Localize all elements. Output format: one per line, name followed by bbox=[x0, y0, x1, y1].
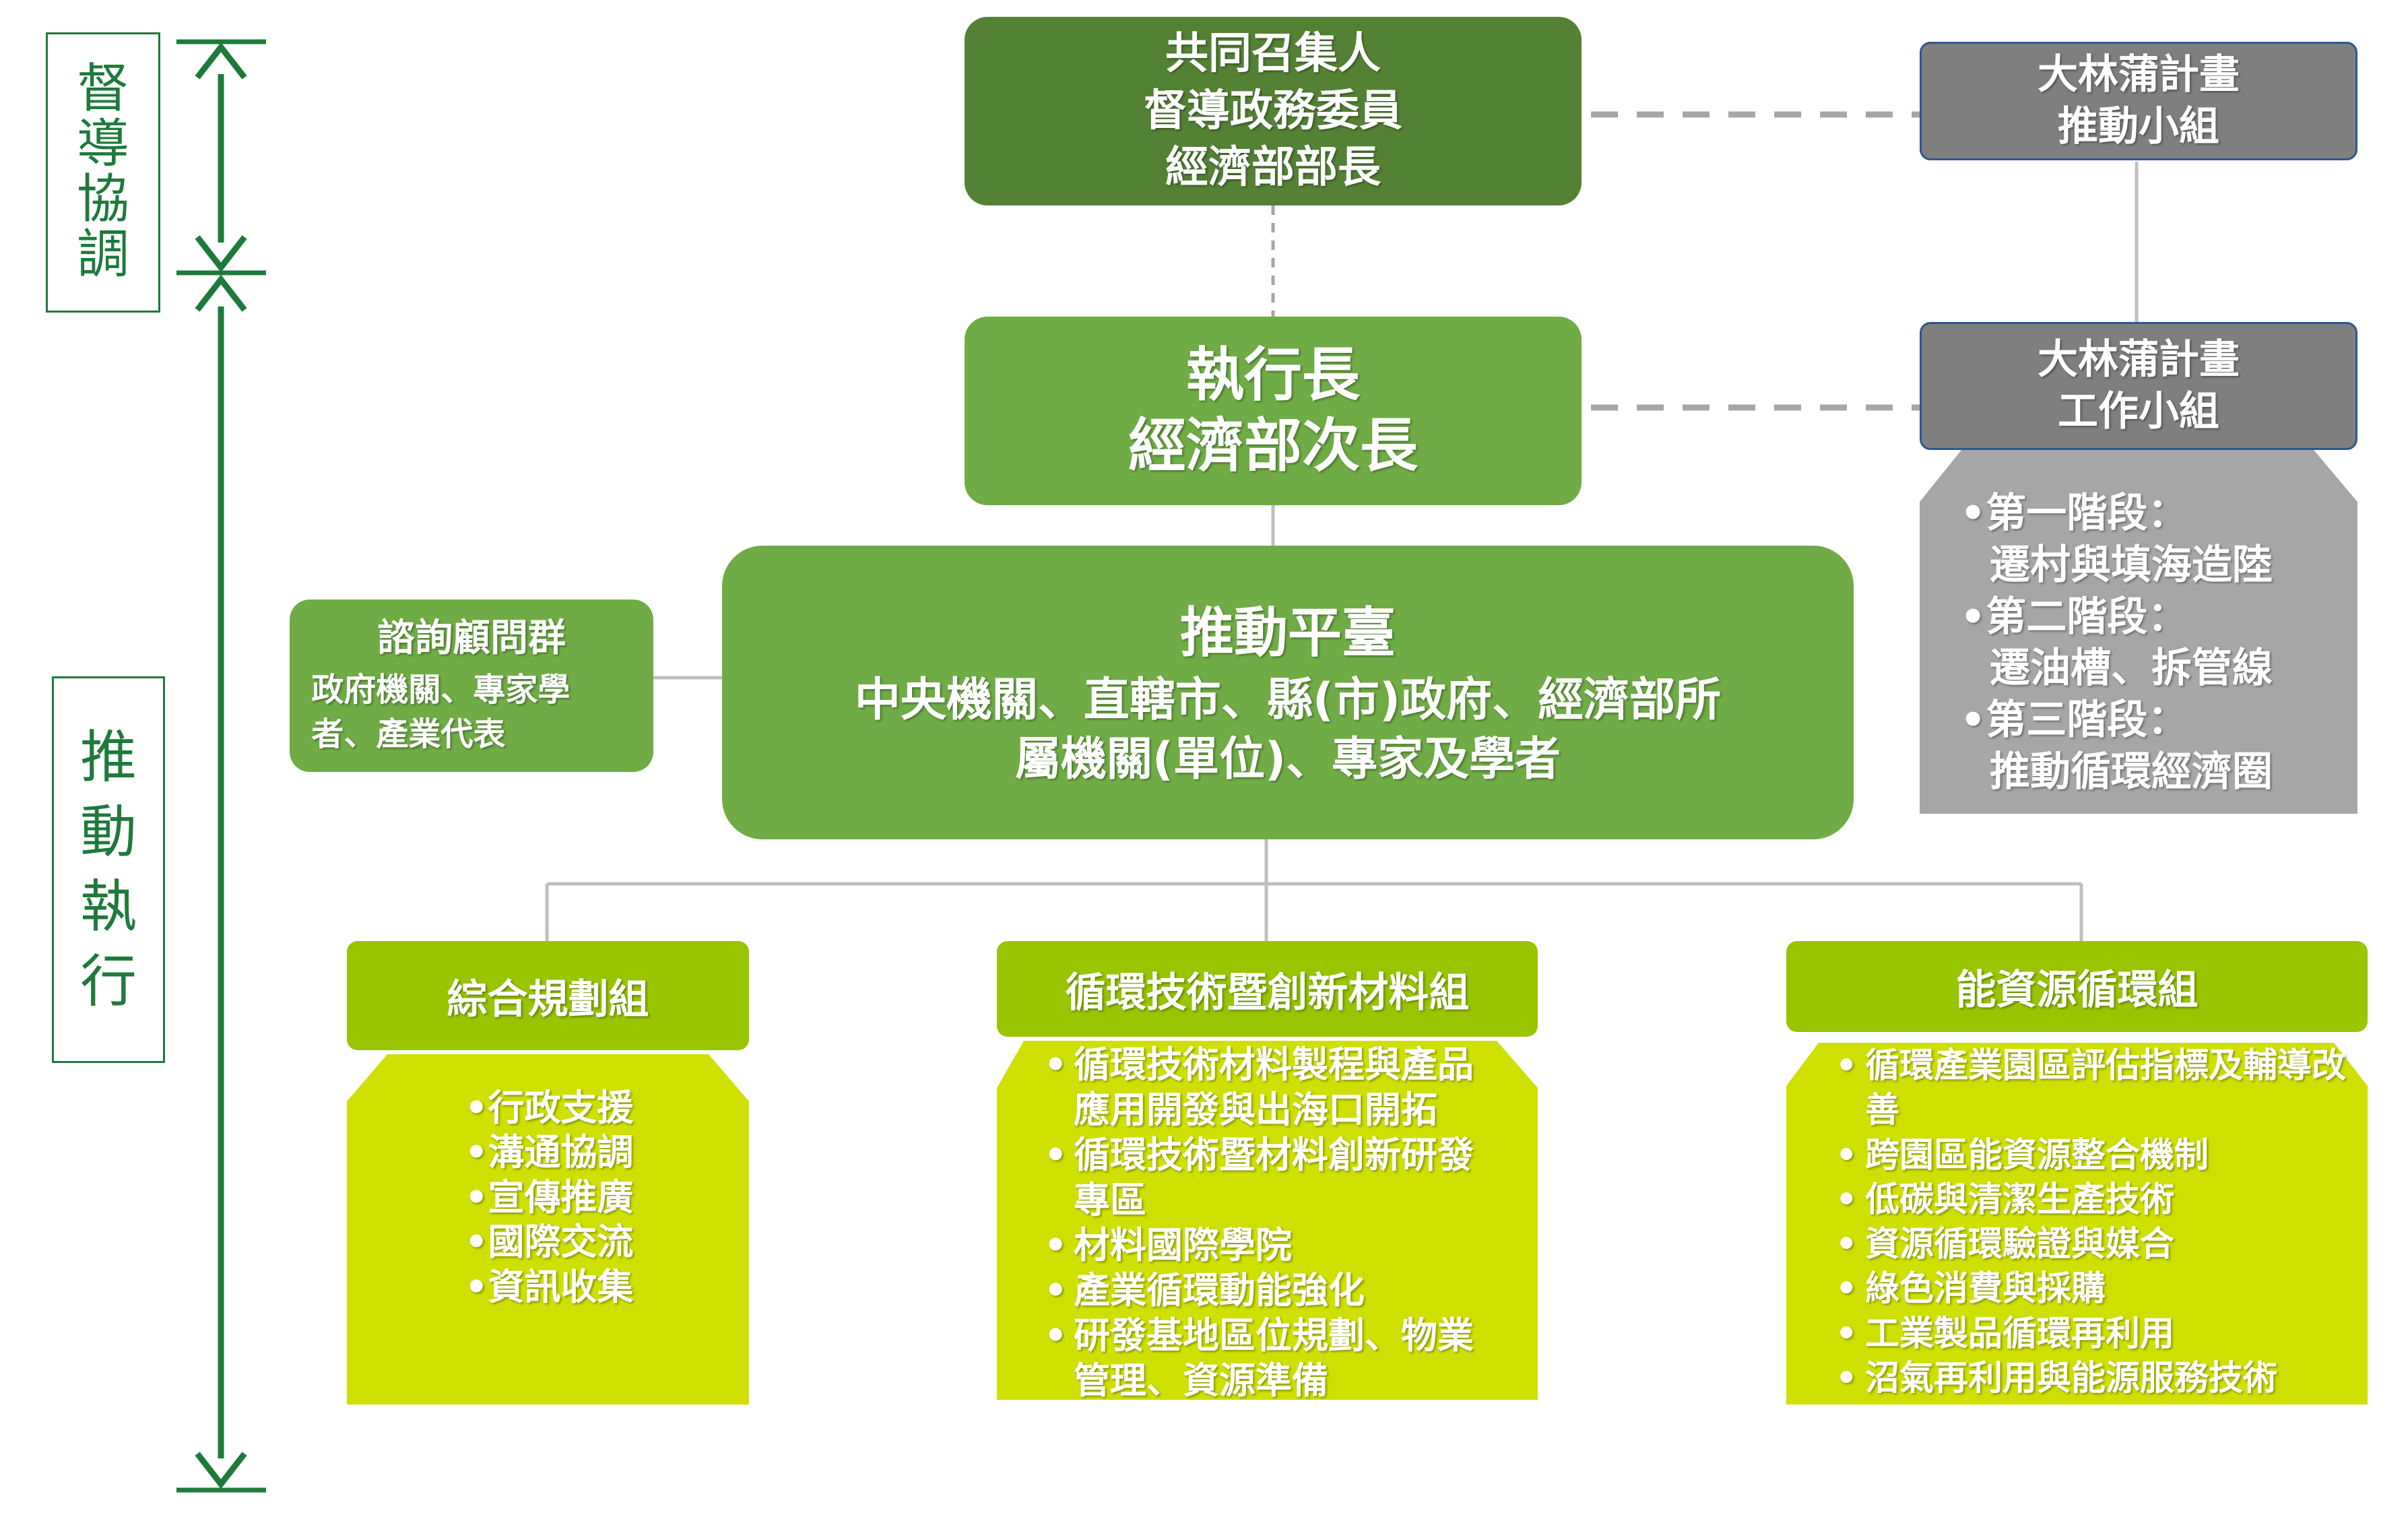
side-char: 執 bbox=[79, 874, 137, 940]
group-planning-title: 綜合規劃組 bbox=[447, 975, 649, 1023]
advisory-line-2: 者、產業代表 bbox=[311, 715, 506, 754]
group-planning-header: 綜合規劃組 bbox=[347, 941, 749, 1050]
side-char: 動 bbox=[79, 799, 137, 866]
list-item: 工業製品循環再利用 bbox=[1835, 1312, 2347, 1357]
ceo-title: 執行長 bbox=[1186, 342, 1360, 410]
list-item: 循環技術材料製程與產品應用開發與出海口開拓 bbox=[1044, 1043, 1502, 1133]
supervise-coordinate-label: 督 導 協 調 bbox=[46, 32, 160, 313]
list-item: •國際交流 bbox=[465, 1221, 634, 1264]
list-item: 跨園區能資源整合機制 bbox=[1835, 1134, 2347, 1179]
ceo-box: 執行長 經濟部次長 bbox=[965, 317, 1582, 505]
phase-panel-shape bbox=[1920, 450, 2357, 814]
list-item: •溝通協調 bbox=[465, 1131, 634, 1174]
list-item: 循環技術暨材料創新研發專區 bbox=[1044, 1133, 1502, 1223]
arrowhead-up-2 bbox=[195, 274, 247, 312]
side-char: 行 bbox=[79, 948, 137, 1014]
list-item: 產業循環動能強化 bbox=[1044, 1268, 1502, 1314]
advisory-title: 諮詢顧問群 bbox=[377, 616, 566, 661]
group-energy-list: 循環產業園區評估指標及輔導改善 跨園區能資源整合機制 低碳與清潔生產技術 資源循… bbox=[1835, 1044, 2347, 1402]
platform-title: 推動平臺 bbox=[1180, 601, 1396, 664]
work-group-line-1: 大林蒲計畫 bbox=[2038, 336, 2240, 384]
list-item: •資訊收集 bbox=[465, 1265, 634, 1308]
phase-2-head: •第二階段： bbox=[1960, 593, 2188, 641]
platform-line-2: 屬機關(單位)、專家及學者 bbox=[1014, 733, 1561, 786]
promotion-group-line-1: 大林蒲計畫 bbox=[2038, 51, 2240, 99]
list-item: •宣傳推廣 bbox=[465, 1175, 634, 1219]
list-item: 沼氣再利用與能源服務技術 bbox=[1835, 1357, 2347, 1402]
list-item: 資源循環驗證與媒合 bbox=[1835, 1223, 2347, 1268]
ceo-role: 經濟部次長 bbox=[1128, 412, 1418, 480]
arrowhead-up-1 bbox=[195, 42, 247, 79]
platform-box: 推動平臺 中央機關、直轄市、縣(市)政府、經濟部所 屬機關(單位)、專家及學者 bbox=[722, 546, 1854, 839]
side-char: 推 bbox=[79, 724, 137, 791]
phase-list: •第一階段： 遷村與填海造陸 •第二階段： 遷油槽、拆管線 •第三階段： 推動循… bbox=[1920, 472, 2357, 814]
list-item: 研發基地區位規劃、物業管理、資源準備 bbox=[1044, 1314, 1502, 1404]
list-item: •行政支援 bbox=[465, 1087, 634, 1129]
side-char: 督 bbox=[76, 59, 129, 120]
phase-1-head: •第一階段： bbox=[1960, 490, 2188, 537]
advisory-box: 諮詢顧問群 政府機關、專家學 者、產業代表 bbox=[290, 600, 653, 772]
timeline-arrows bbox=[176, 39, 266, 1493]
work-group-box: 大林蒲計畫 工作小組 bbox=[1920, 322, 2357, 450]
side-char: 導 bbox=[76, 114, 129, 175]
group-1-body-shape bbox=[347, 1054, 749, 1405]
list-item: 綠色消費與採購 bbox=[1835, 1267, 2347, 1312]
list-item: 循環產業園區評估指標及輔導改善 bbox=[1835, 1044, 2347, 1134]
phase-1-detail: 遷村與填海造陸 bbox=[1990, 541, 2273, 589]
promote-execute-label: 推 動 執 行 bbox=[52, 676, 165, 1063]
group-technology-title: 循環技術暨創新材料組 bbox=[1065, 969, 1470, 1017]
convener-title: 共同召集人 bbox=[1165, 29, 1381, 79]
group-technology-header: 循環技術暨創新材料組 bbox=[997, 941, 1538, 1037]
group-technology-list: 循環技術材料製程與產品應用開發與出海口開拓 循環技術暨材料創新研發專區 材料國際… bbox=[1044, 1043, 1502, 1402]
work-group-line-2: 工作小組 bbox=[2058, 388, 2219, 435]
list-item: 低碳與清潔生產技術 bbox=[1835, 1178, 2347, 1223]
advisory-line-1: 政府機關、專家學 bbox=[311, 671, 571, 709]
side-char: 調 bbox=[76, 224, 129, 285]
convener-box: 共同召集人 督導政務委員 經濟部部長 bbox=[965, 17, 1582, 205]
arrowhead-down-1 bbox=[195, 235, 247, 273]
phase-3-head: •第三階段： bbox=[1960, 697, 2188, 744]
phase-2-detail: 遷油槽、拆管線 bbox=[1990, 645, 2273, 692]
promotion-group-line-2: 推動小組 bbox=[2058, 103, 2219, 150]
platform-line-1: 中央機關、直轄市、縣(市)政府、經濟部所 bbox=[854, 673, 1722, 727]
convener-role: 督導政務委員 bbox=[1144, 86, 1402, 136]
convener-minister: 經濟部部長 bbox=[1165, 143, 1381, 193]
group-planning-list: •行政支援 •溝通協調 •宣傳推廣 •國際交流 •資訊收集 bbox=[465, 1086, 734, 1396]
phase-3-detail: 推動循環經濟圈 bbox=[1990, 748, 2273, 796]
promotion-group-box: 大林蒲計畫 推動小組 bbox=[1920, 42, 2357, 160]
arrowhead-down-2 bbox=[195, 1452, 247, 1489]
list-item: 材料國際學院 bbox=[1044, 1223, 1502, 1268]
side-char: 協 bbox=[76, 169, 129, 230]
group-energy-title: 能資源循環組 bbox=[1955, 967, 2199, 1014]
group-energy-header: 能資源循環組 bbox=[1786, 941, 2368, 1032]
